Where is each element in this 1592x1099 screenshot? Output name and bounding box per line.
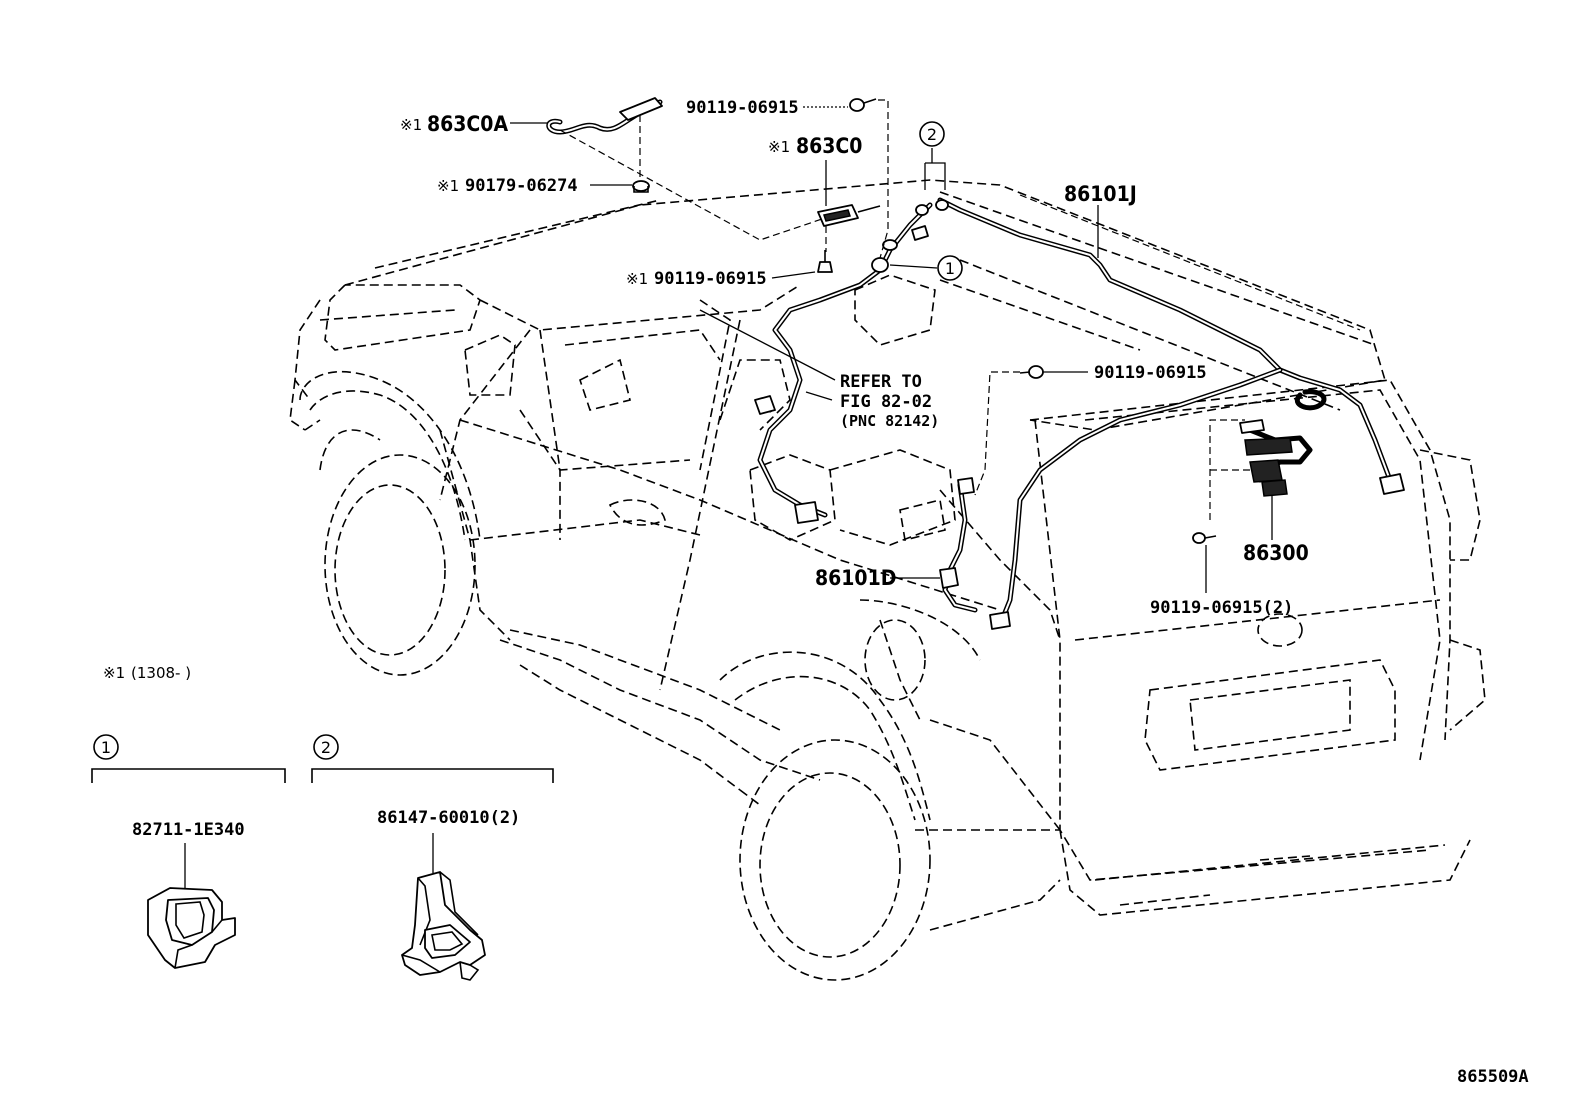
bolt-left [817,250,833,273]
circle-ref-1: 1 [937,255,963,281]
footnote-mark: ※1 [103,664,125,682]
footnote-text: (1308- ) [131,664,191,682]
bolt-top [849,98,877,112]
bolt-lower [1192,532,1217,544]
note-mark-863C0A: ※1 [400,116,422,134]
part-labels: ※1 863C0A ※1 90179-06274 90119-06915 ※1 … [400,98,1309,618]
harness-86101J [937,197,1405,630]
bolt-mid [1019,365,1044,379]
circle-ref-1-label: 1 [945,259,955,278]
vehicle-outline [289,179,1486,981]
refer-line-1: REFER TO [840,372,922,392]
detail-2: 2 86147-60010(2) [311,734,554,981]
detail-1: 1 82711-1E340 [91,734,286,969]
label-86300: 86300 [1243,541,1309,565]
label-86101D: 86101D [815,566,896,590]
circle-ref-2: 2 [919,121,945,147]
part-90179-clip [632,180,650,193]
label-90119-06915-2: 90119-06915(2) [1150,598,1293,618]
footnote: ※1 (1308- ) [103,664,191,682]
note-mark-90119-left: ※1 [626,270,648,288]
leader-lines [510,99,1273,593]
label-90119-06915-mid: 90119-06915 [1094,363,1207,383]
part-863C0-module [817,204,881,227]
label-86101J: 86101J [1064,182,1137,206]
note-mark-90179: ※1 [437,177,459,195]
part-863C0A-cable [546,97,663,135]
figure-code: 865509A [1457,1067,1529,1087]
label-90119-06915-left: 90119-06915 [654,269,767,289]
clip-ref-2 [911,199,949,241]
detail-1-part-number: 82711-1E340 [132,820,245,840]
detail-2-part-number: 86147-60010(2) [377,808,520,828]
circle-ref-2-label: 2 [927,125,937,144]
detail-1-number: 1 [101,738,111,757]
part-86300-harness [1239,389,1327,497]
label-863C0: 863C0 [796,134,862,158]
refer-line-2: FIG 82-02 [840,392,932,412]
detail-2-number: 2 [321,738,331,757]
clip-82711-icon [147,887,236,969]
label-90119-06915-top: 90119-06915 [686,98,799,118]
label-90179-06274: 90179-06274 [465,176,578,196]
bracket-86147-icon [401,871,486,981]
refer-line-3: (PNC 82142) [840,412,939,430]
note-mark-863C0: ※1 [768,138,790,156]
label-863C0A: 863C0A [427,112,508,136]
